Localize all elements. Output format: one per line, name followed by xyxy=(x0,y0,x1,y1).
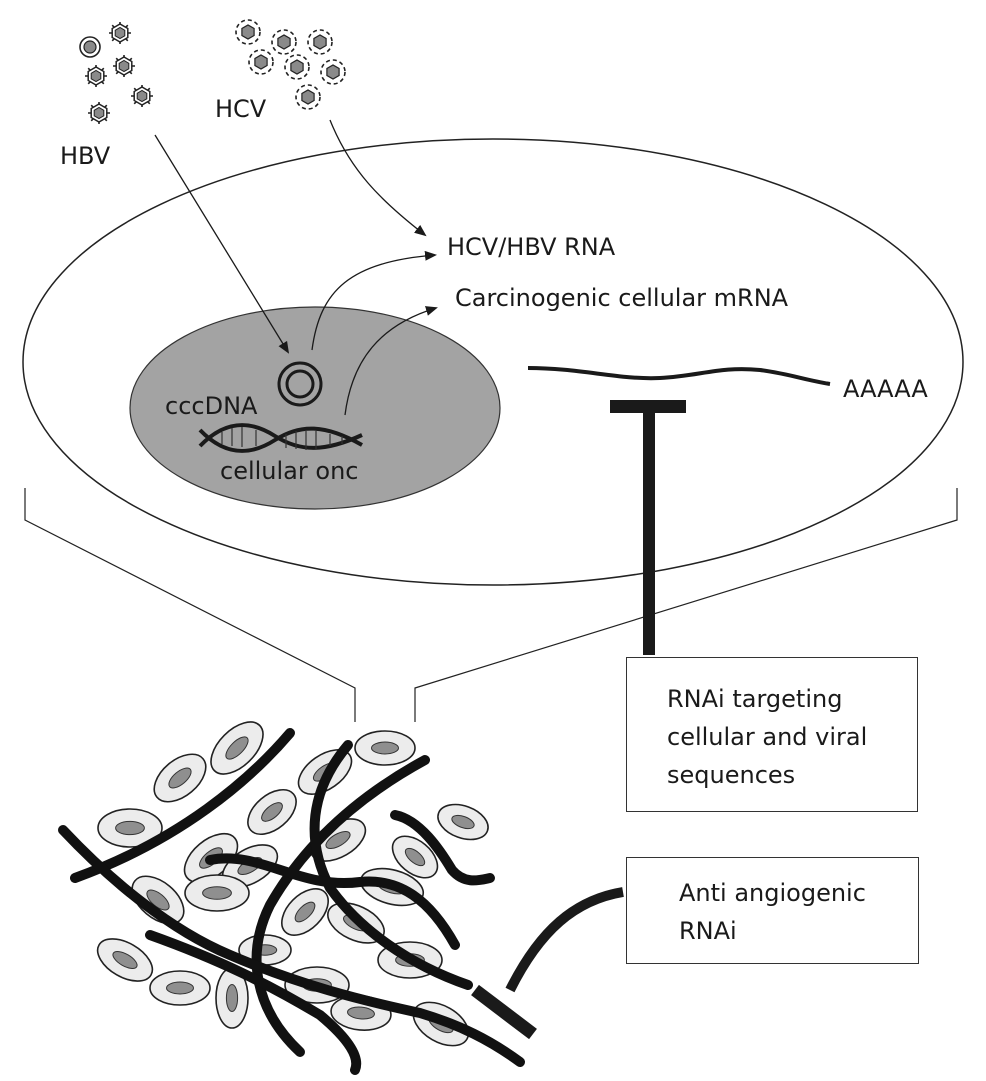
hcv-virion-icon xyxy=(307,29,333,55)
blood-vessel xyxy=(251,755,430,1057)
liver-cell-icon xyxy=(97,808,163,848)
hepatocyte-cell xyxy=(22,138,964,586)
hbv-virion-icon xyxy=(88,102,110,124)
anti-angiogenic-box: Anti angiogenic RNAi xyxy=(626,857,919,964)
zoom-line-right xyxy=(414,488,958,722)
hcv-virions xyxy=(235,19,346,110)
hbv-virion-icon xyxy=(109,22,131,44)
liver-cell-icon xyxy=(153,753,207,803)
liver-cell-icon xyxy=(149,970,211,1006)
blood-vessel xyxy=(58,825,525,1067)
anti-angiogenic-inhibition xyxy=(471,887,624,1040)
hbv-virions xyxy=(79,22,153,124)
cccdna-circle xyxy=(277,361,323,407)
liver-cell-icon xyxy=(391,835,439,879)
hcv-entry-arrow xyxy=(329,119,427,237)
viral-rna-arrow xyxy=(311,250,437,351)
liver-cell-icon xyxy=(247,788,297,836)
liver-cell-icon xyxy=(131,875,185,925)
hcv-virion-icon xyxy=(284,54,310,80)
anti-angiogenic-line-2: RNAi xyxy=(679,917,737,945)
hcv-hbv-rna-label: HCV/HBV RNA xyxy=(447,233,616,261)
hbv-virion-icon xyxy=(85,65,107,87)
hbv-virion-icon xyxy=(131,85,153,107)
rnai-inhibition-bar xyxy=(610,400,686,655)
rnai-targeting-box: RNAi targeting cellular and viral sequen… xyxy=(626,657,918,812)
rnai-targeting-line-3: sequences xyxy=(667,761,796,789)
cellular-mrna-arrow xyxy=(344,306,438,416)
blood-vessels xyxy=(58,728,525,1075)
blood-vessel xyxy=(205,853,460,950)
hcv-virion-icon xyxy=(295,84,321,110)
blood-vessel xyxy=(145,930,362,1075)
hbv-virion-icon xyxy=(113,55,135,77)
liver-cell-icon xyxy=(215,967,249,1029)
double-helix-icon xyxy=(198,423,363,453)
hbv-label: HBV xyxy=(60,142,111,170)
blood-vessel xyxy=(309,740,473,990)
liver-cell-icon xyxy=(184,874,250,912)
hcv-virion-icon xyxy=(271,29,297,55)
hcv-virion-icon xyxy=(235,19,261,45)
hcv-virion-icon xyxy=(320,59,346,85)
liver-cell-icon xyxy=(96,938,154,982)
anti-angiogenic-line-1: Anti angiogenic xyxy=(679,879,866,907)
blood-vessel xyxy=(390,810,495,886)
rnai-targeting-line-1: RNAi targeting xyxy=(667,685,843,713)
cellular-onc-label: cellular onc xyxy=(220,457,359,485)
rnai-targeting-line-2: cellular and viral xyxy=(667,723,868,751)
zoom-line-left xyxy=(24,488,356,722)
hcv-label: HCV xyxy=(215,95,267,123)
hcv-virion-icon xyxy=(248,49,274,75)
carcinogenic-mrna-label: Carcinogenic cellular mRNA xyxy=(455,284,789,312)
liver-cell-icon xyxy=(281,888,329,936)
liver-cell-icon xyxy=(354,730,416,766)
mrna-strand xyxy=(527,366,831,386)
cccdna-label: cccDNA xyxy=(165,392,258,420)
liver-cell-icon xyxy=(210,721,264,775)
polya-tail-label: AAAAA xyxy=(843,375,928,403)
nucleus xyxy=(129,306,501,510)
blood-vessel xyxy=(70,728,295,883)
hbv-virion-icon xyxy=(79,36,101,58)
hbv-entry-arrow xyxy=(154,134,290,354)
liver-cell-icon xyxy=(437,803,489,841)
